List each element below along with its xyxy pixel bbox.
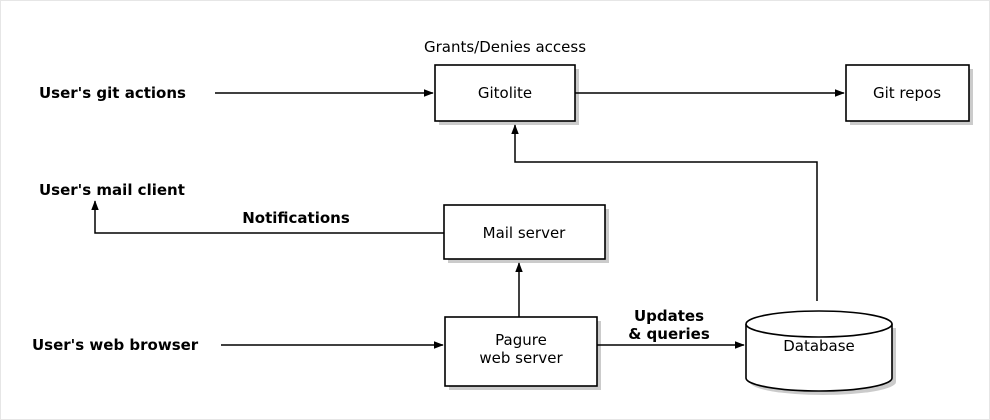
actor-label-web-browser: User's web browser: [32, 336, 199, 354]
edge-database-to-gitolite: [511, 124, 818, 301]
gitolite-label: Gitolite: [478, 84, 532, 102]
pagure-web-server-label-line1: Pagure: [495, 331, 547, 349]
database-cylinder[interactable]: [745, 310, 893, 392]
git-repos-box[interactable]: [845, 64, 970, 122]
mail-server-box[interactable]: [443, 204, 606, 260]
edge-label-updates-line2: & queries: [628, 325, 710, 343]
edge-label-updates-line1: Updates: [634, 307, 704, 325]
database-cylinder-top: [745, 310, 893, 338]
git-repos-label: Git repos: [873, 84, 941, 102]
pagure-web-server-box[interactable]: [444, 316, 598, 387]
edge-label-notifications: Notifications: [242, 209, 350, 227]
actor-label-mail-client: User's mail client: [39, 181, 185, 199]
edge-label-grants-denies: Grants/Denies access: [424, 38, 586, 56]
pagure-web-server-label-line2: web server: [479, 349, 563, 367]
actor-label-git-actions: User's git actions: [39, 84, 186, 102]
database-label: Database: [783, 337, 855, 355]
edge-mail-server-to-mail-client: [91, 200, 444, 234]
mail-server-label: Mail server: [483, 224, 567, 242]
gitolite-box[interactable]: [434, 64, 576, 122]
database-cylinder-body: [745, 324, 893, 392]
